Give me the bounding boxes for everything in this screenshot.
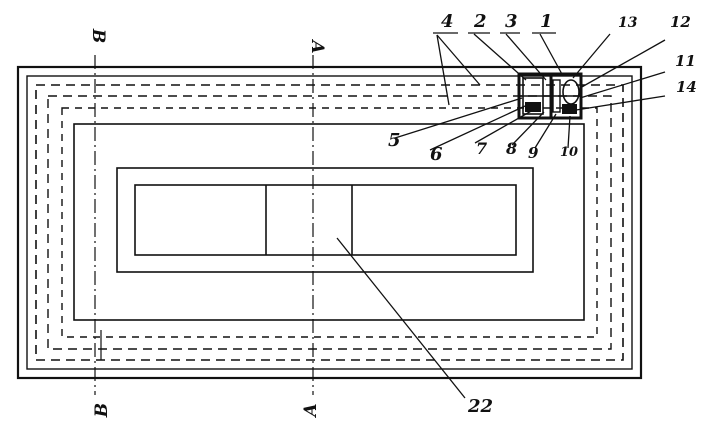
dashed-frame-3 — [61, 107, 598, 338]
central-block-inner — [134, 184, 517, 256]
leader-13 — [572, 33, 611, 79]
label-6: 6 — [430, 144, 443, 165]
label-8: 8 — [505, 139, 517, 158]
label-5: 5 — [388, 130, 401, 151]
section-mark-a-top: A — [307, 38, 327, 53]
outer-frame-inner — [26, 75, 633, 370]
leader-1 — [539, 33, 564, 77]
leader-lines — [336, 32, 666, 399]
label-1: 1 — [540, 11, 553, 32]
leader-9 — [534, 113, 557, 149]
label-2: 2 — [473, 11, 487, 32]
leader-5 — [394, 97, 523, 139]
label-13: 13 — [618, 15, 638, 31]
dashed-frame-1 — [35, 84, 624, 361]
label-3: 3 — [505, 11, 518, 32]
leader-12 — [579, 39, 666, 89]
leader-3 — [505, 33, 547, 81]
label-4: 4 — [441, 11, 454, 32]
corner-detail-fill-top — [525, 102, 541, 112]
leader-7 — [474, 109, 534, 144]
label-11: 11 — [675, 52, 696, 70]
section-mark-b-bottom: B — [92, 403, 112, 418]
leader-11 — [579, 71, 666, 99]
label-9: 9 — [528, 144, 539, 162]
leader-8 — [511, 111, 545, 146]
leader-22 — [336, 237, 466, 399]
label-10: 10 — [560, 145, 578, 160]
leader-4a — [436, 34, 481, 86]
leader-14 — [575, 95, 666, 111]
label-14: 14 — [676, 78, 697, 96]
leader-2 — [473, 33, 527, 81]
label-7: 7 — [476, 139, 487, 158]
leader-6 — [429, 105, 526, 151]
corner-detail-fill-bottom — [562, 104, 577, 114]
inner-wall — [73, 123, 585, 321]
corner-detail-oval — [562, 79, 580, 105]
section-mark-a-bottom: A — [301, 403, 321, 418]
leader-10 — [567, 115, 571, 149]
section-mark-b-top: B — [88, 28, 108, 43]
label-12: 12 — [670, 13, 691, 31]
label-22: 22 — [467, 396, 493, 417]
outer-frame — [16, 65, 643, 380]
dashed-frame-2 — [47, 95, 612, 350]
central-block-outer — [116, 167, 534, 273]
leader-4b — [436, 34, 450, 106]
